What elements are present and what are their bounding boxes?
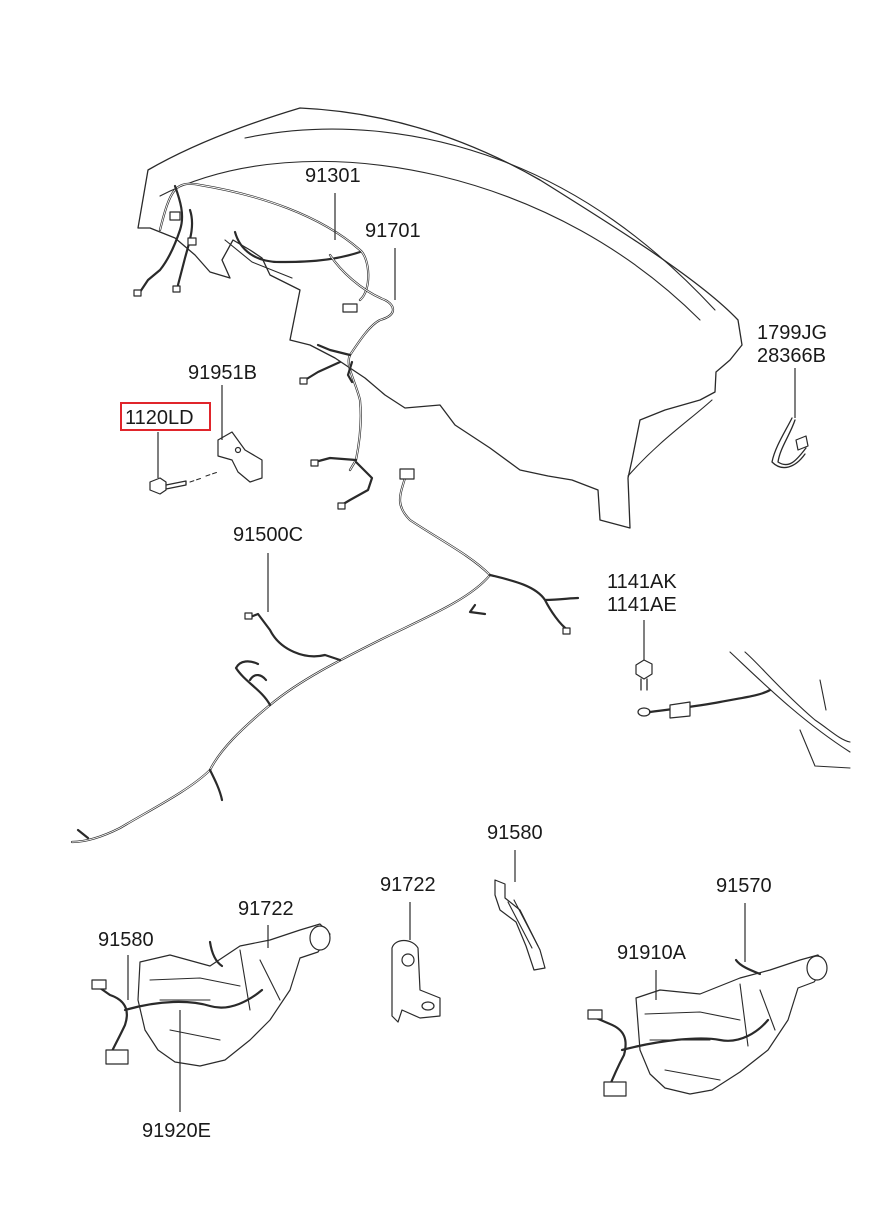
highlight-box-1120ld — [120, 402, 211, 431]
part-label-91920e[interactable]: 91920E — [142, 1120, 211, 1142]
part-label-91722-transmission[interactable]: 91722 — [238, 898, 294, 920]
part-label-91301[interactable]: 91301 — [305, 165, 361, 187]
dashboard-panel — [137, 107, 743, 529]
bracket-91951b — [217, 431, 263, 483]
bracket-91722 — [391, 939, 441, 1023]
bolt-1120ld — [149, 471, 219, 495]
bracket-91580 — [494, 879, 546, 971]
part-label-91722-bracket[interactable]: 91722 — [380, 874, 436, 896]
part-label-91951b[interactable]: 91951B — [188, 362, 257, 384]
part-label-28366b[interactable]: 28366B — [757, 345, 826, 367]
transmission-right — [587, 954, 828, 1097]
part-label-1141ak[interactable]: 1141AK — [607, 571, 677, 593]
part-label-91580-bracket[interactable]: 91580 — [487, 822, 543, 844]
part-label-1120ld[interactable]: 1120LD — [125, 407, 194, 429]
ground-bolt — [635, 651, 851, 769]
transmission-left — [91, 923, 331, 1067]
clamp-1799jg — [771, 417, 809, 469]
dash-harness — [133, 182, 395, 510]
leader-lines — [127, 193, 796, 1112]
floor-harness — [70, 468, 580, 844]
part-label-91910a[interactable]: 91910A — [617, 942, 687, 964]
part-label-91500c[interactable]: 91500C — [233, 524, 303, 546]
part-label-91570[interactable]: 91570 — [716, 875, 772, 897]
part-label-1799jg[interactable]: 1799JG — [757, 322, 827, 344]
part-label-91701[interactable]: 91701 — [365, 220, 421, 242]
part-label-91580-transmission[interactable]: 91580 — [98, 929, 154, 951]
part-label-1141ae[interactable]: 1141AE — [607, 594, 677, 616]
